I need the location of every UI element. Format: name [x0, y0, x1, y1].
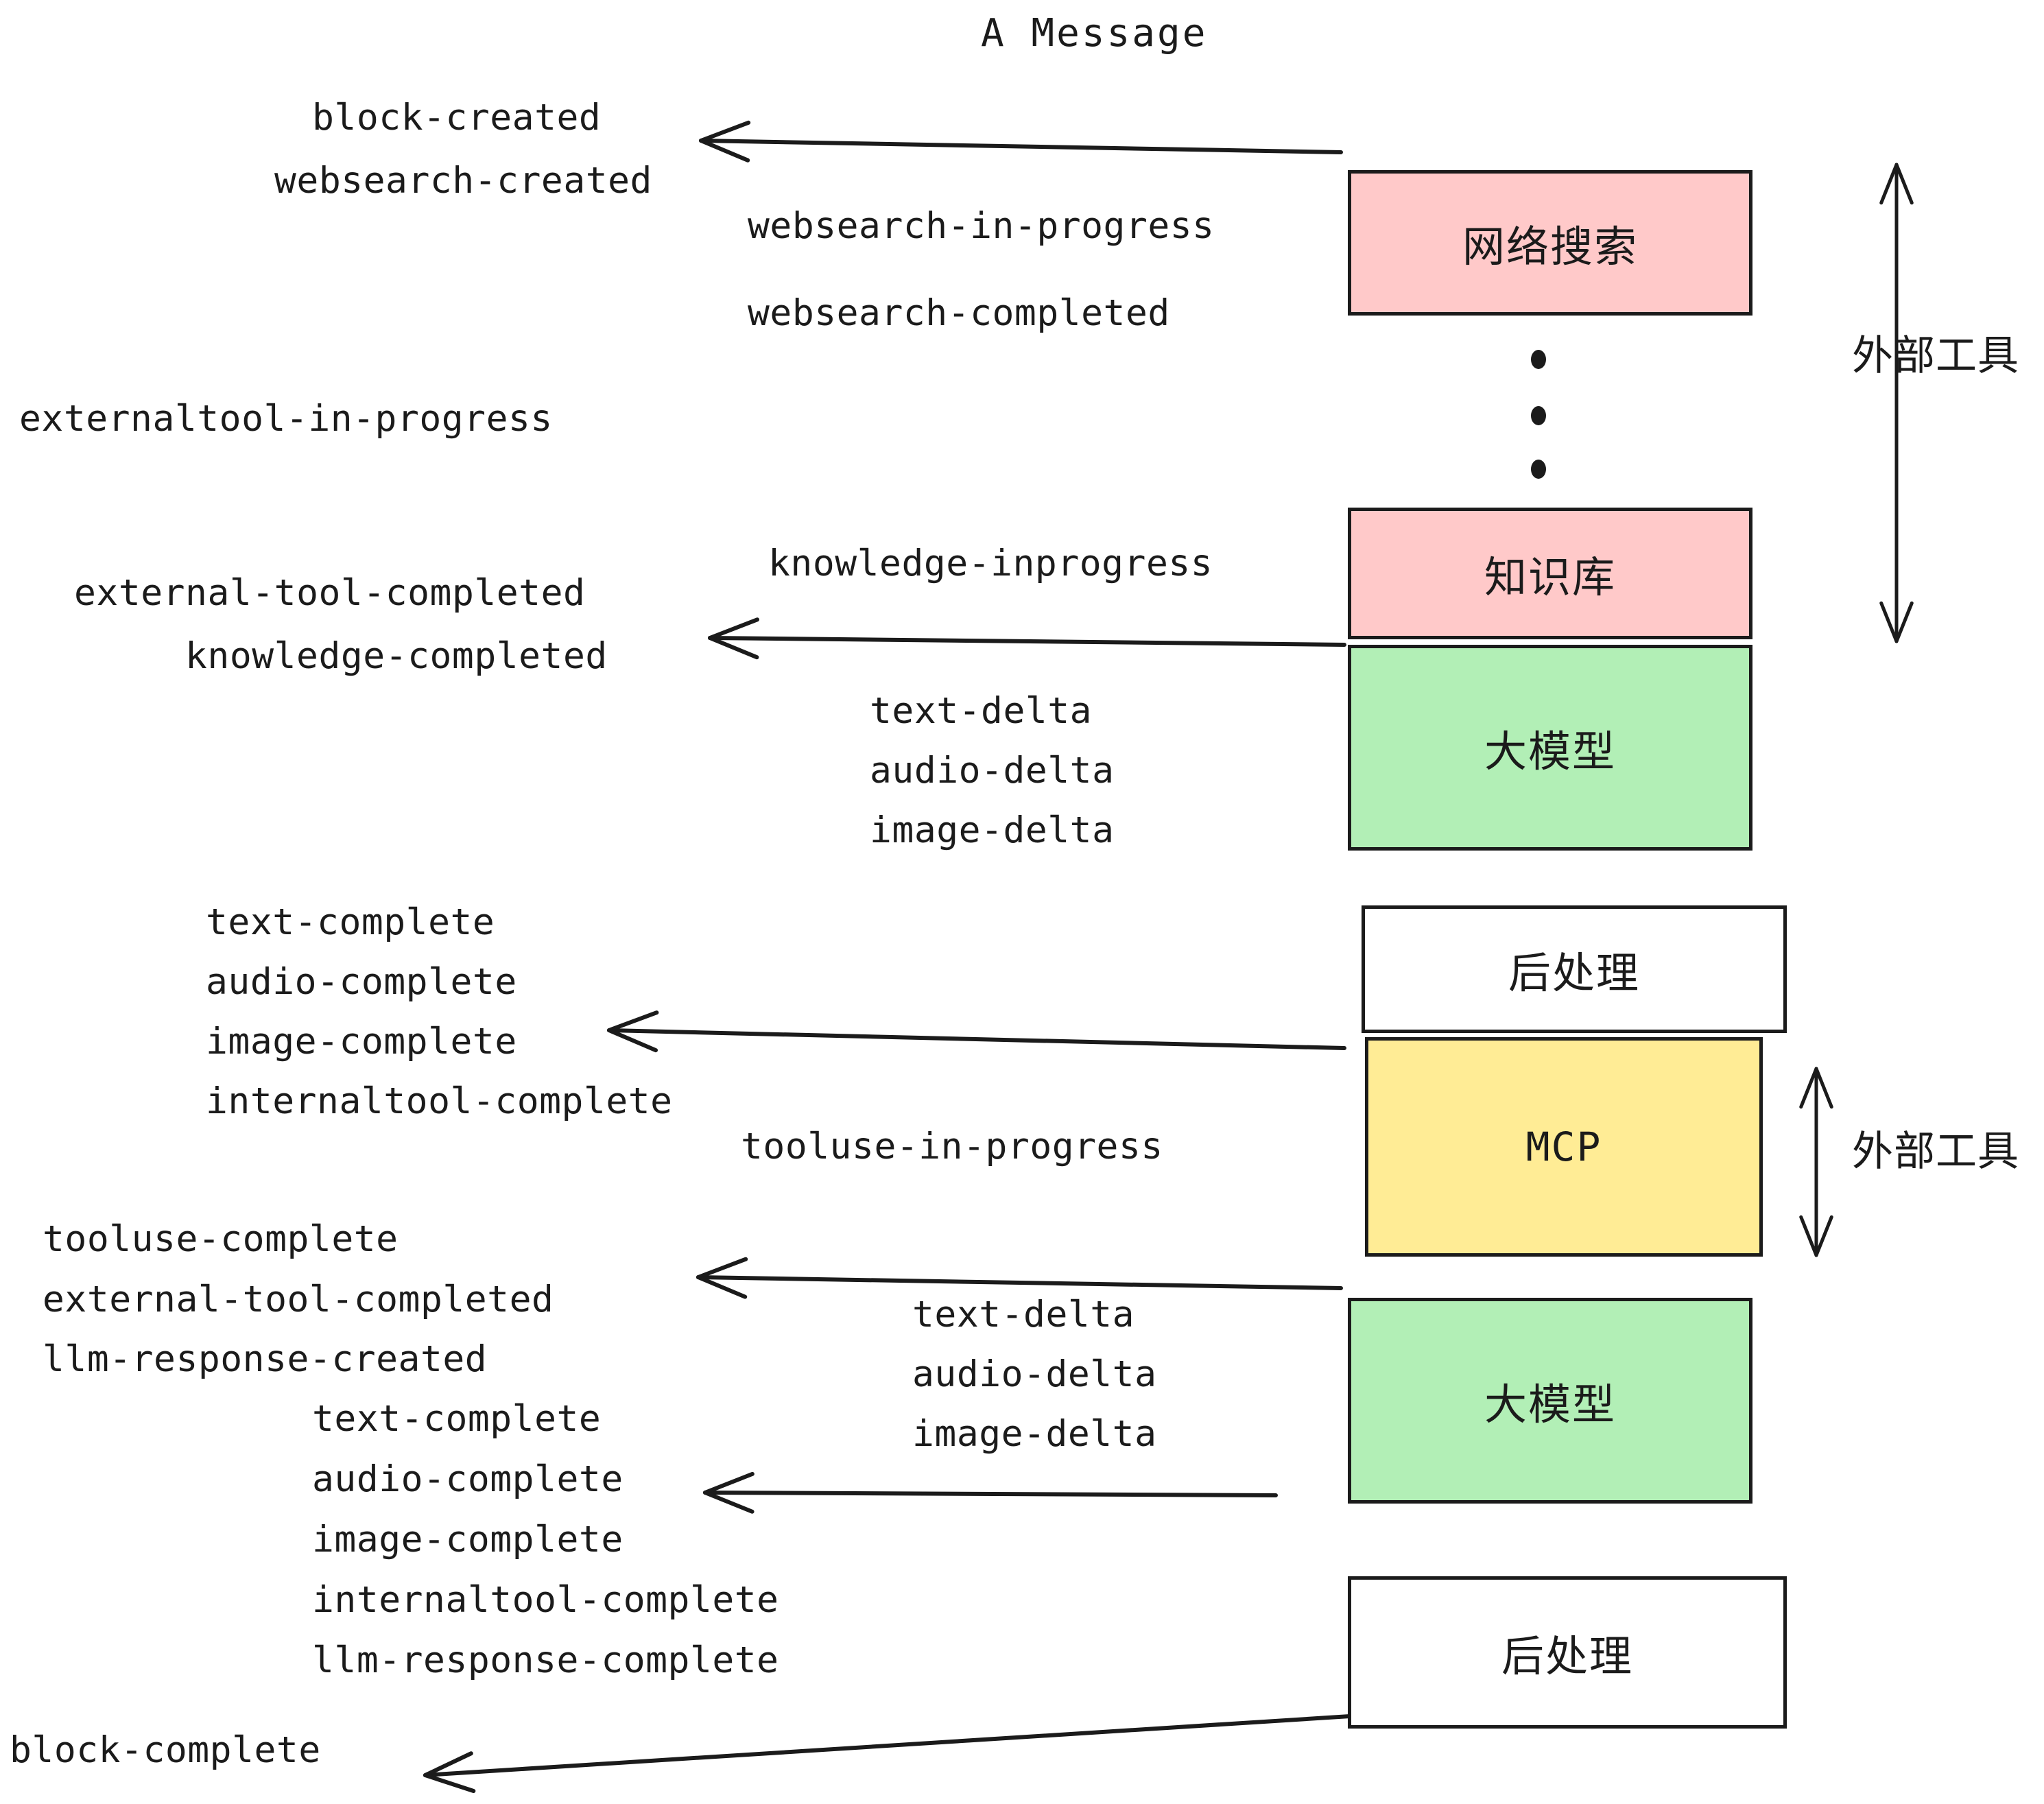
event-image-complete-1: image-complete [206, 1021, 517, 1063]
box-postprocess-upper: 后处理 [1362, 905, 1787, 1033]
event-block-created: block-created [312, 97, 602, 139]
arrow-audio-complete [703, 1471, 1278, 1514]
event-text-complete-2: text-complete [312, 1398, 602, 1440]
event-audio-delta-2: audio-delta [912, 1353, 1157, 1395]
event-audio-complete-2: audio-complete [312, 1458, 623, 1500]
box-llm-upper: 大模型 [1348, 645, 1752, 851]
arrow-block-created [699, 120, 1343, 163]
event-audio-complete-1: audio-complete [206, 961, 517, 1003]
box-websearch: 网络搜索 [1348, 170, 1752, 316]
event-external-tool-completed-1: external-tool-completed [74, 572, 586, 614]
event-external-tool-completed-2: external-tool-completed [43, 1279, 554, 1320]
event-websearch-completed: websearch-completed [748, 292, 1170, 334]
external-tool-bracket-bottom [1799, 1067, 1833, 1257]
event-llm-response-created: llm-response-created [43, 1338, 488, 1380]
external-tool-bracket-top [1879, 163, 1914, 643]
event-internaltool-complete-2: internaltool-complete [312, 1579, 779, 1621]
event-text-delta-1: text-delta [870, 690, 1093, 732]
box-mcp: MCP [1365, 1037, 1763, 1257]
event-knowledge-inprogress: knowledge-inprogress [768, 543, 1213, 584]
event-internaltool-complete-1: internaltool-complete [206, 1080, 673, 1122]
event-text-complete-1: text-complete [206, 901, 495, 943]
event-tooluse-complete: tooluse-complete [43, 1218, 399, 1260]
event-llm-response-complete: llm-response-complete [312, 1639, 779, 1681]
box-llm-lower: 大模型 [1348, 1298, 1752, 1504]
box-knowledge: 知识库 [1348, 508, 1752, 639]
event-block-complete: block-complete [10, 1729, 321, 1771]
arrow-knowledge-done [708, 617, 1346, 660]
arrow-image-complete [607, 1010, 1346, 1053]
arrow-block-complete [423, 1714, 1352, 1794]
ellipsis-dot-1 [1531, 350, 1546, 369]
event-externaltool-in-progress: externaltool-in-progress [19, 398, 553, 440]
event-websearch-in-progress: websearch-in-progress [748, 205, 1215, 247]
event-text-delta-2: text-delta [912, 1294, 1135, 1336]
arrow-tooluse-done [696, 1257, 1343, 1299]
side-label-external-tool-bottom: 外部工具 [1852, 1128, 2019, 1176]
ellipsis-dot-2 [1531, 406, 1546, 425]
event-image-delta-1: image-delta [870, 809, 1115, 851]
ellipsis-dot-3 [1531, 460, 1546, 479]
page-title: A Message [981, 11, 1208, 56]
event-image-complete-2: image-complete [312, 1519, 623, 1560]
event-tooluse-in-progress: tooluse-in-progress [741, 1126, 1163, 1167]
event-knowledge-completed: knowledge-completed [185, 635, 608, 677]
event-image-delta-2: image-delta [912, 1413, 1157, 1455]
side-label-external-tool-top: 外部工具 [1852, 332, 2019, 380]
event-audio-delta-1: audio-delta [870, 750, 1115, 792]
event-websearch-created: websearch-created [274, 160, 652, 202]
box-postprocess-lower: 后处理 [1348, 1576, 1787, 1729]
